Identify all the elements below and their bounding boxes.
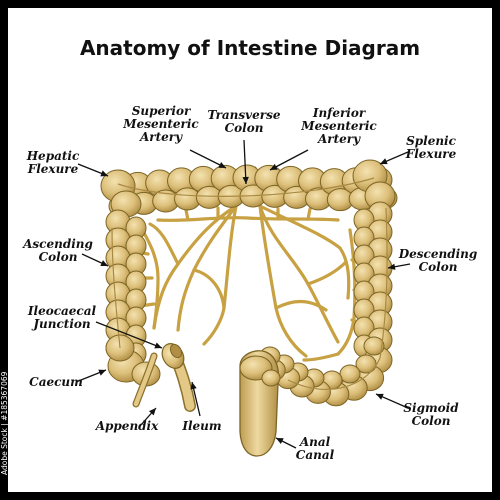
vessel-twig-3 — [184, 206, 312, 222]
sigmoid-colon-segment — [355, 354, 377, 374]
vessel-arcade-left — [136, 220, 160, 330]
arrow-hepatic-flexure — [77, 163, 109, 177]
label-transverse-colon: Transverse Colon — [207, 108, 281, 135]
arrow-splenic-flexure — [379, 151, 409, 165]
sigmoid-colon-segment — [363, 336, 385, 356]
arrow-transverse-colon — [242, 139, 249, 185]
arrow-caecum — [75, 369, 107, 383]
arrow-ileum — [190, 381, 201, 417]
label-descending-colon: Descending Colon — [398, 247, 478, 274]
label-ileocaecal-junction: Ileocaecal Junction — [27, 304, 97, 331]
label-anal-canal: Anal Canal — [295, 435, 335, 462]
arrow-anal-canal — [275, 437, 297, 449]
mesenteric-vessels — [134, 166, 370, 362]
ileocaecal-junction — [161, 343, 185, 369]
label-hepatic-flexure: Hepatic Flexure — [26, 149, 80, 176]
pointer-arrows — [75, 139, 411, 449]
colon — [100, 159, 398, 407]
label-inferior-mesenteric-artery: Inferior Mesenteric Artery — [301, 106, 377, 146]
vessel-arcade-sigmoid — [302, 352, 340, 362]
arrow-sigmoid-colon — [375, 393, 409, 409]
vessel-arcade-right — [336, 228, 357, 356]
sma-loop — [148, 222, 226, 310]
ima-loop — [274, 260, 348, 312]
label-superior-mesenteric-artery: Superior Mesenteric Artery — [123, 104, 199, 144]
label-splenic-flexure: Splenic Flexure — [405, 134, 457, 161]
stock-id-watermark: Adobe Stock | #185367069 — [0, 371, 9, 475]
arrow-superior-mesenteric-artery — [189, 149, 227, 169]
ima-branch-sigmoid — [258, 204, 308, 358]
label-sigmoid-colon: Sigmoid Colon — [403, 401, 459, 428]
label-ileum: Ileum — [182, 419, 222, 433]
taenia-coli-band — [111, 177, 388, 390]
label-appendix: Appendix — [95, 419, 159, 433]
intestine-illustration — [75, 139, 411, 457]
arrow-descending-colon — [387, 263, 411, 270]
label-ascending-colon: Ascending Colon — [23, 237, 93, 264]
vessel-arcade-top — [156, 216, 340, 222]
arrow-ileocaecal-junction — [95, 321, 163, 349]
arrow-inferior-mesenteric-artery — [269, 149, 309, 171]
appendix — [133, 353, 157, 407]
diagram-frame: Anatomy of Intestine Diagram Superior Me… — [8, 8, 492, 492]
anal-canal-shape — [239, 350, 281, 457]
sigmoid-colon-segment — [339, 364, 361, 384]
page-title: Anatomy of Intestine Diagram — [79, 36, 421, 60]
arrow-appendix — [139, 407, 157, 427]
arrow-ascending-colon — [81, 253, 109, 267]
label-caecum: Caecum — [29, 375, 83, 389]
